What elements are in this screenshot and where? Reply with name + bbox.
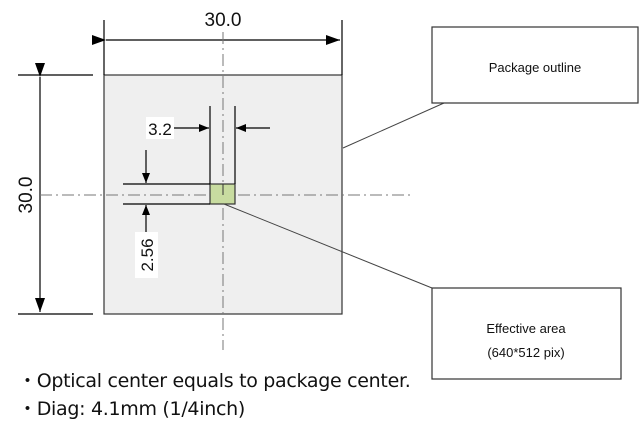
effective-area-callout bbox=[431, 287, 622, 380]
effective-width-dimension bbox=[174, 106, 270, 184]
note-diagonal: ・Diag: 4.1mm (1/4inch) bbox=[18, 398, 245, 420]
effective-width-label: 3.2 bbox=[148, 120, 172, 139]
width-label: 30.0 bbox=[205, 10, 242, 31]
effective-area-callout-line2: (640*512 pix) bbox=[487, 345, 564, 360]
package-callout-leader bbox=[342, 102, 445, 149]
effective-callout-leader bbox=[223, 203, 433, 289]
note-optical-center: ・Optical center equals to package center… bbox=[18, 370, 411, 392]
height-label: 30.0 bbox=[16, 177, 37, 214]
effective-area-callout-line1: Effective area bbox=[486, 321, 566, 336]
effective-height-label: 2.56 bbox=[138, 238, 157, 271]
effective-height-dimension bbox=[123, 150, 210, 232]
package-outline-callout bbox=[431, 26, 639, 104]
package-outline-callout-text: Package outline bbox=[489, 60, 582, 75]
